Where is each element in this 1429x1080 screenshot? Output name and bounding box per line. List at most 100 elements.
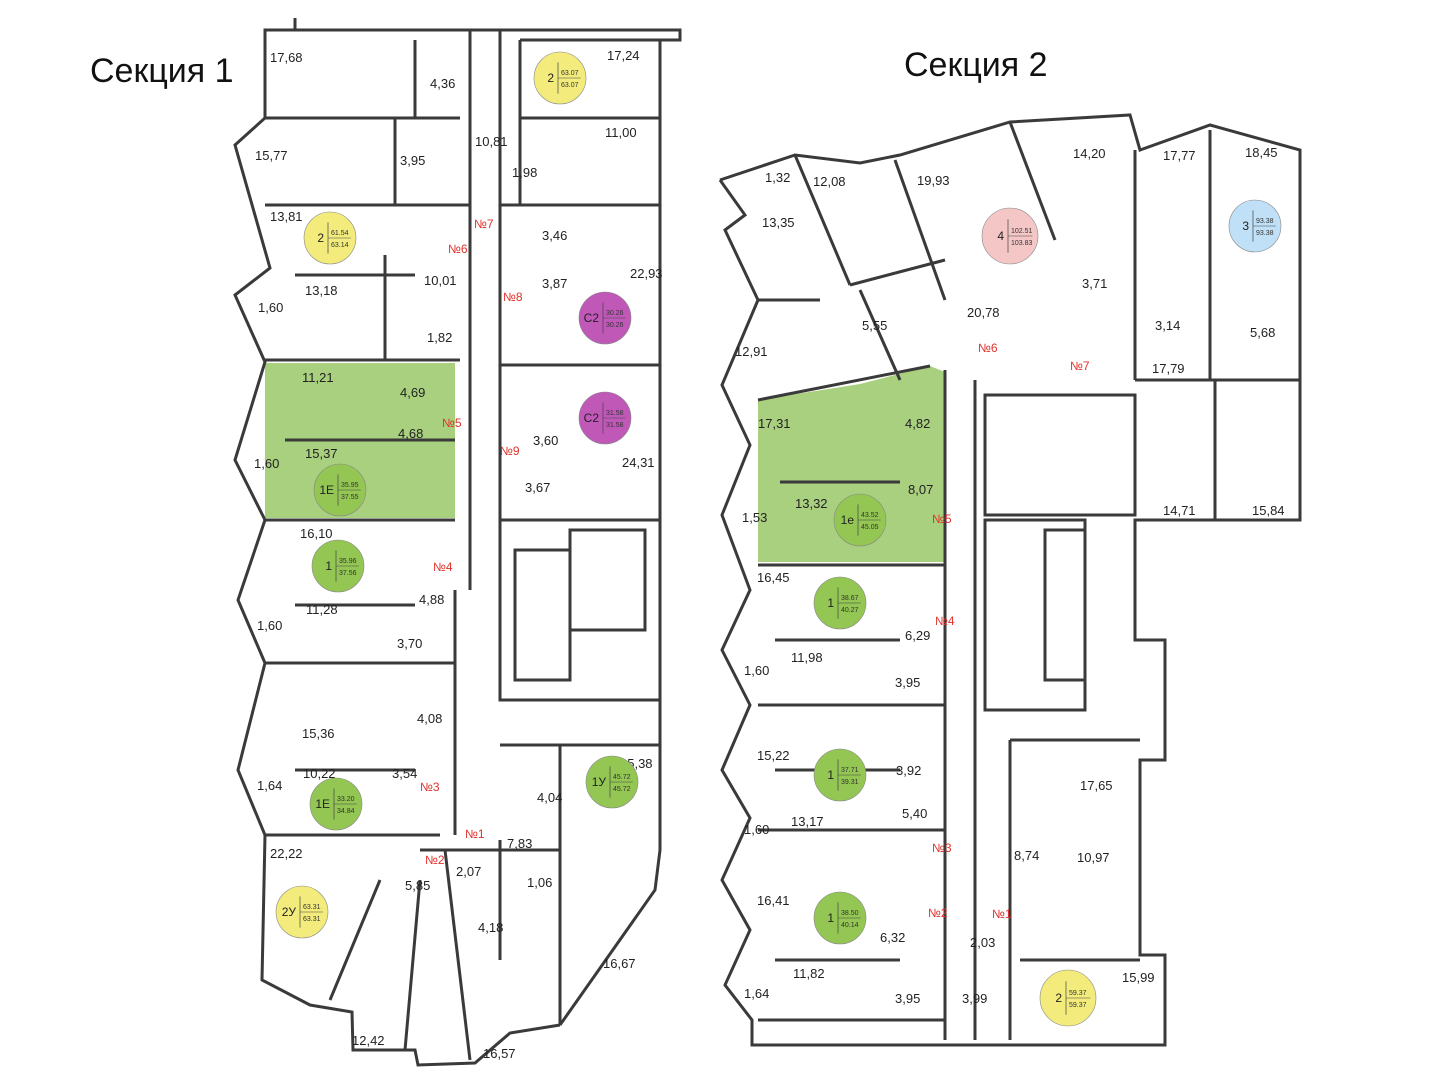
badge-area-total: 33.20 — [337, 796, 355, 803]
room-area: 3,95 — [895, 675, 920, 690]
badge-type: 1Е — [315, 797, 330, 811]
section-2-walls — [718, 113, 1302, 1047]
apartment-number: №6 — [978, 341, 998, 355]
badge-type: 1У — [592, 775, 607, 789]
badge-type: 1 — [325, 559, 332, 573]
badge-area-full: 39.31 — [841, 779, 859, 786]
room-area: 4,36 — [430, 76, 455, 91]
room-area: 4,82 — [905, 416, 930, 431]
room-area: 17,68 — [270, 50, 303, 65]
badge-area-full: 45.72 — [613, 786, 631, 793]
apartment-number: №5 — [932, 512, 952, 526]
badge-type: 1е — [841, 513, 855, 527]
room-area: 4,69 — [400, 385, 425, 400]
apartment-number: №7 — [1070, 359, 1090, 373]
room-area: 12,91 — [735, 344, 768, 359]
room-area: 1,60 — [257, 618, 282, 633]
room-area: 12,42 — [352, 1033, 385, 1048]
room-area: 1,64 — [257, 778, 282, 793]
room-area: 16,45 — [757, 570, 790, 585]
badge-area-full: 40.14 — [841, 922, 859, 929]
badge-area-full: 59.37 — [1069, 1002, 1087, 1009]
section-1-walls — [233, 18, 682, 1067]
room-area: 10,97 — [1077, 850, 1110, 865]
badge-area-full: 37.55 — [341, 494, 359, 501]
room-area: 7,83 — [507, 836, 532, 851]
badge-area-total: 37.71 — [841, 767, 859, 774]
badge-area-total: 30.26 — [606, 310, 624, 317]
badge-area-total: 45.72 — [613, 774, 631, 781]
room-area: 11,00 — [605, 125, 637, 140]
room-area: 10,81 — [475, 134, 508, 149]
badge-type: 2 — [1055, 991, 1062, 1005]
room-area: 4,68 — [398, 426, 423, 441]
room-area: 1,60 — [258, 300, 283, 315]
room-area: 15,22 — [757, 748, 790, 763]
badge-area-full: 30.26 — [606, 322, 624, 329]
badge-area-full: 63.31 — [303, 916, 321, 923]
room-area: 16,10 — [300, 526, 333, 541]
room-area: 11,28 — [306, 602, 338, 617]
room-area: 4,08 — [417, 711, 442, 726]
room-area: 17,77 — [1163, 148, 1196, 163]
badge-area-total: 63.31 — [303, 904, 321, 911]
room-area: 24,31 — [622, 455, 655, 470]
apartment-number: №1 — [465, 827, 485, 841]
room-area: 15,84 — [1252, 503, 1285, 518]
section-2-title: Секция 2 — [904, 46, 1048, 84]
badge-area-total: 31.58 — [606, 410, 624, 417]
badge-area-total: 63.07 — [561, 70, 579, 77]
room-area: 3,14 — [1155, 318, 1180, 333]
room-area: 3,54 — [392, 766, 417, 781]
apartment-number: №8 — [503, 290, 523, 304]
room-area: 8,07 — [908, 482, 933, 497]
areas-section-2: 1,32 12,08 19,93 14,20 17,77 18,45 13,35… — [735, 145, 1285, 1006]
room-area: 1,60 — [744, 663, 769, 678]
room-area: 16,41 — [757, 893, 790, 908]
room-area: 3,87 — [542, 276, 567, 291]
room-area: 1,32 — [765, 170, 790, 185]
badge-area-full: 63.14 — [331, 242, 349, 249]
room-area: 8,74 — [1014, 848, 1039, 863]
room-area: 14,20 — [1073, 146, 1106, 161]
room-area: 3,46 — [542, 228, 567, 243]
apartment-number: №2 — [425, 853, 445, 867]
badge-type: 1 — [827, 768, 834, 782]
section-1-title: Секция 1 — [90, 52, 234, 90]
badge-area-full: 45.05 — [861, 524, 879, 531]
room-area: 5,68 — [1250, 325, 1275, 340]
room-area: 5,85 — [405, 878, 430, 893]
badge-area-total: 35.96 — [339, 558, 357, 565]
room-area: 19,93 — [917, 173, 950, 188]
room-area: 15,77 — [255, 148, 288, 163]
apartment-number: №3 — [420, 780, 440, 794]
room-area: 13,35 — [762, 215, 795, 230]
room-area: 13,81 — [270, 209, 303, 224]
room-area: 14,71 — [1163, 503, 1196, 518]
badge-area-total: 61.54 — [331, 230, 349, 237]
room-area: 3,67 — [525, 480, 550, 495]
room-area: 4,88 — [419, 592, 444, 607]
room-area: 17,24 — [607, 48, 640, 63]
room-area: 15,99 — [1122, 970, 1155, 985]
room-area: 3,92 — [896, 763, 921, 778]
room-area: 11,21 — [302, 370, 334, 385]
room-area: 16,67 — [603, 956, 636, 971]
room-area: 6,32 — [880, 930, 905, 945]
apartment-number: №9 — [500, 444, 520, 458]
apartment-badge: 1У 45.72 45.72 — [585, 755, 639, 809]
room-area: 3,99 — [962, 991, 987, 1006]
